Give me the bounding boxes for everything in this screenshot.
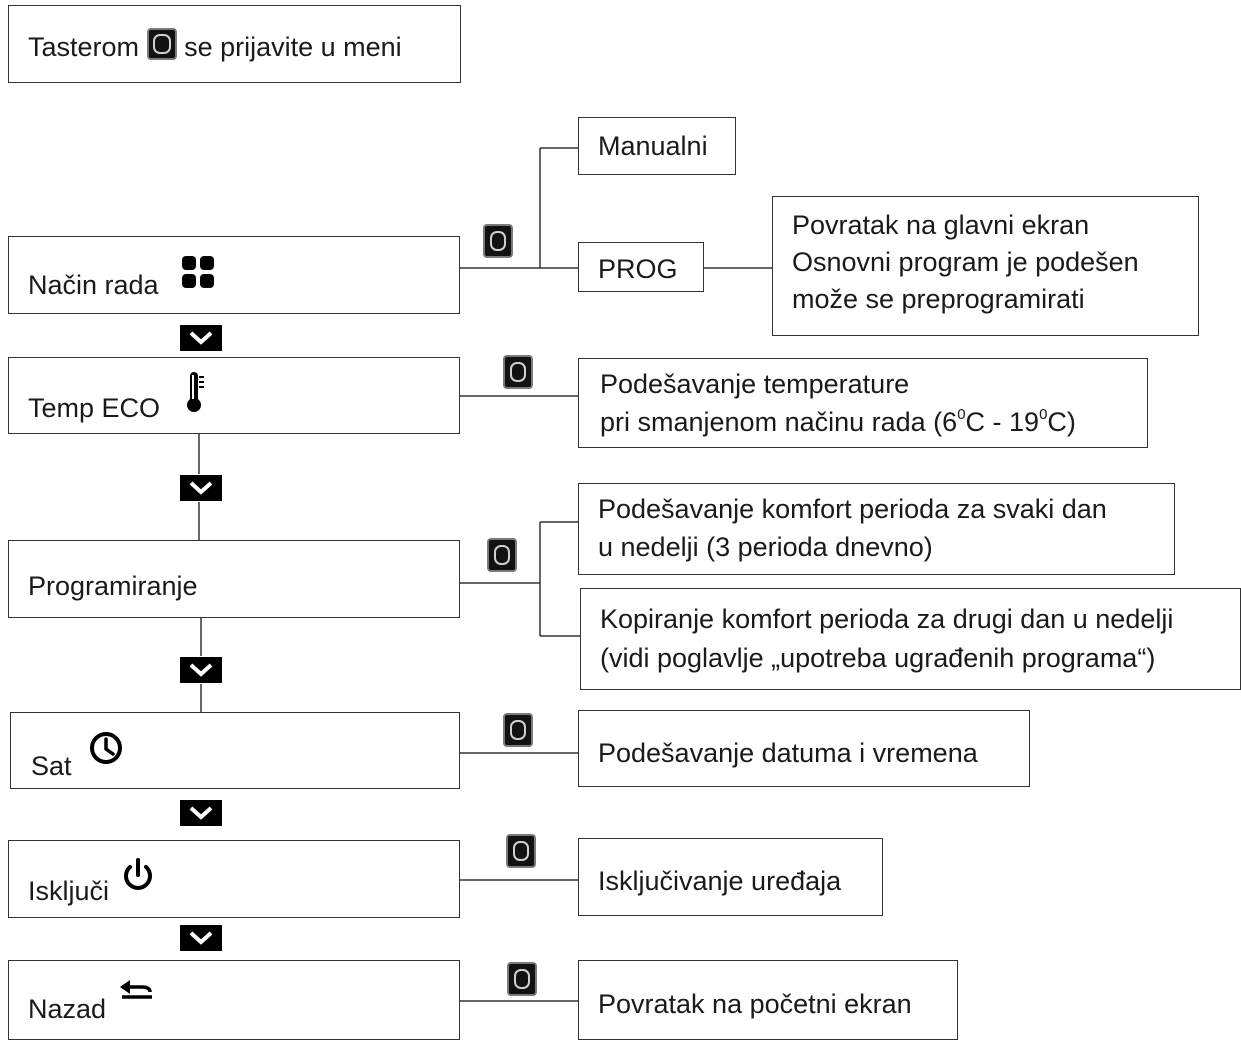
clock-note-text: Podešavanje datuma i vremena	[598, 738, 978, 768]
menu-item-clock[interactable]	[10, 712, 460, 789]
program-set-line-2: u nedelji (3 perioda dnevno)	[598, 532, 933, 562]
intro-text-after: se prijavite u meni	[184, 32, 402, 62]
menu-item-power-off-label: Isključi	[28, 876, 110, 906]
back-arrow-icon	[120, 980, 152, 999]
power-icon	[124, 858, 152, 890]
clock-note-box	[578, 710, 1030, 787]
menu-item-temp-eco[interactable]	[8, 357, 460, 434]
chevron-down-icon[interactable]	[180, 657, 222, 683]
intro-text-before: Tasterom	[28, 32, 140, 62]
menu-item-clock-label: Sat	[31, 751, 72, 781]
menu-item-power-off[interactable]	[8, 840, 460, 918]
ok-button-icon	[503, 713, 533, 747]
menu-item-temp-eco-label: Temp ECO	[28, 393, 161, 423]
power-off-note-box	[578, 838, 883, 916]
chevron-down-icon[interactable]	[180, 325, 222, 351]
menu-item-mode[interactable]	[8, 236, 460, 314]
prog-note-line-3: može se preprogramirati	[792, 284, 1085, 314]
option-prog-label: PROG	[598, 254, 678, 284]
chevron-down-icon[interactable]	[180, 925, 222, 951]
eco-note-sup-b: 0	[1039, 406, 1048, 423]
eco-note-sup-a: 0	[957, 406, 966, 423]
program-set-box	[578, 483, 1175, 575]
intro-text: Tasterom se prijavite u meni	[28, 28, 402, 64]
prog-note-line-1: Povratak na glavni ekran	[792, 210, 1090, 240]
option-prog-box	[578, 242, 704, 292]
eco-note-text-a: pri smanjenom načinu rada (6	[600, 407, 958, 437]
option-manual-box	[578, 117, 736, 175]
menu-item-back-label: Nazad	[28, 994, 107, 1024]
prog-note-line-2: Osnovni program je podešen	[792, 247, 1139, 277]
eco-note-text-c: C)	[1047, 407, 1076, 437]
chevron-down-icon[interactable]	[180, 800, 222, 826]
ok-button-icon	[487, 538, 517, 572]
ok-button-icon	[146, 28, 177, 60]
clock-icon	[90, 732, 122, 764]
power-off-note-text: Isključivanje uređaja	[598, 866, 842, 896]
ok-button-icon	[507, 962, 537, 996]
menu-item-programming-label: Programiranje	[28, 571, 198, 601]
eco-note-line-2: pri smanjenom načinu rada (60C - 190C)	[600, 405, 1076, 439]
menu-item-mode-label: Način rada	[28, 270, 159, 300]
menu-item-programming[interactable]	[8, 540, 460, 618]
ok-button-icon	[506, 834, 536, 868]
option-manual-label: Manualni	[598, 131, 708, 161]
prog-note-box	[772, 196, 1199, 336]
eco-note-line-1: Podešavanje temperature	[600, 369, 910, 399]
thermometer-icon	[187, 372, 204, 412]
mode-grid-icon	[182, 256, 214, 288]
chevron-down-icon[interactable]	[180, 475, 222, 501]
ok-button-icon	[503, 355, 533, 389]
ok-button-icon	[483, 224, 513, 258]
program-copy-box	[580, 588, 1241, 690]
eco-note-text-b: C - 19	[965, 407, 1040, 437]
program-copy-line-1: Kopiranje komfort perioda za drugi dan u…	[600, 604, 1174, 634]
back-note-text: Povratak na početni ekran	[598, 989, 912, 1019]
eco-note-box	[578, 358, 1148, 448]
intro-box	[8, 5, 461, 83]
program-copy-line-2: (vidi poglavlje „upotreba ugrađenih prog…	[600, 643, 1156, 673]
program-set-line-1: Podešavanje komfort perioda za svaki dan	[598, 494, 1107, 524]
